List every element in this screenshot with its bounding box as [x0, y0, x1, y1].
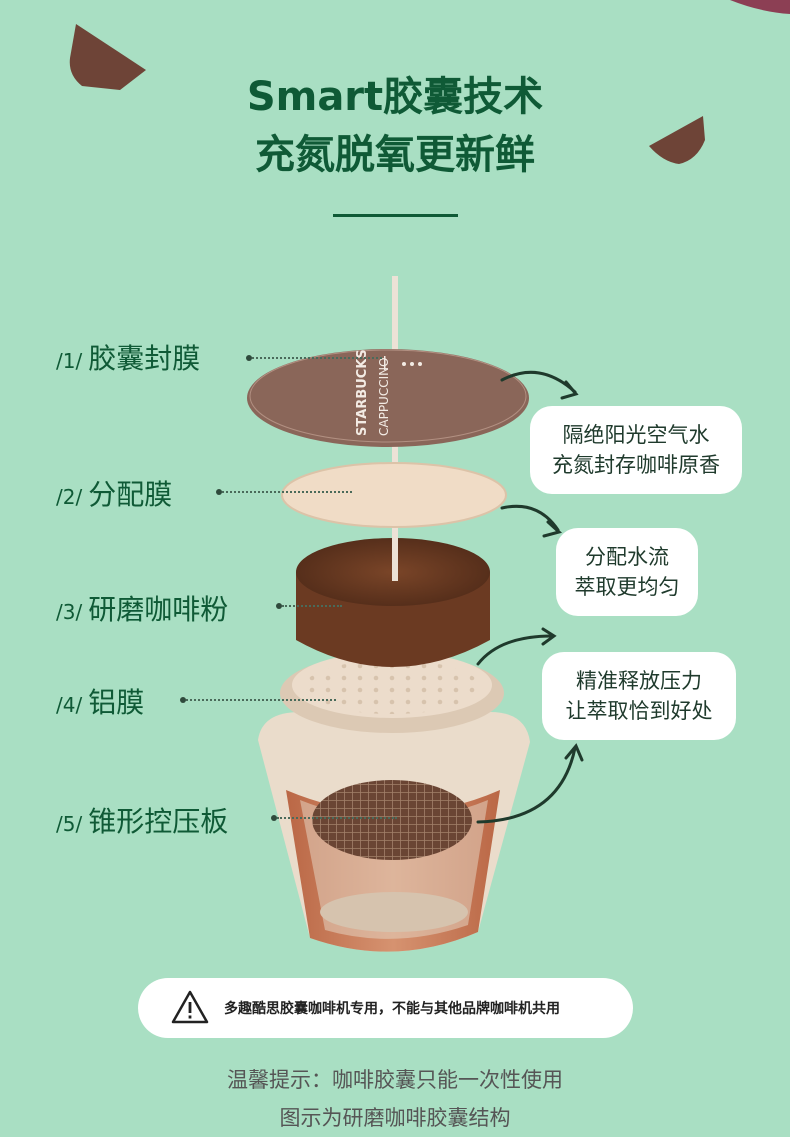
leader-line: [252, 357, 382, 359]
layer-name: 研磨咖啡粉: [88, 593, 229, 626]
pressure-plate: [312, 780, 472, 860]
callout-line: 分配水流: [585, 545, 669, 569]
warning-icon: [171, 990, 209, 1024]
callout-line: 萃取更均匀: [574, 575, 680, 600]
layer-label-1: /1/胶囊封膜: [56, 337, 200, 377]
callout-sealing: 隔绝阳光空气水 充氮封存咖啡原香: [530, 406, 742, 494]
callout-line: 充氮封存咖啡原香: [552, 453, 720, 478]
layer-name: 胶囊封膜: [88, 342, 201, 375]
decorative-bean-right: [649, 116, 705, 164]
capsule-lid: STARBUCKS CAPPUCCINO: [247, 349, 529, 447]
lid-brand-text: STARBUCKS: [355, 349, 370, 436]
callout-distribution: 分配水流 萃取更均匀: [556, 528, 698, 616]
leader-dot: [276, 603, 282, 609]
aluminium-membrane: [280, 652, 504, 733]
layer-number: /5/: [56, 812, 83, 836]
leader-line: [222, 491, 352, 493]
headline-line-1: Smart胶囊技术: [246, 74, 544, 120]
layer-number: /1/: [56, 349, 83, 373]
layer-name: 铝膜: [88, 686, 145, 719]
notice-text: 多趣酷思胶囊咖啡机专用，不能与其他品牌咖啡机共用: [224, 1001, 560, 1017]
layer-label-5: /5/锥形控压板: [56, 800, 228, 840]
layer-name: 锥形控压板: [88, 805, 229, 838]
compatibility-notice: 多趣酷思胶囊咖啡机专用，不能与其他品牌咖啡机共用: [138, 978, 633, 1038]
layer-number: /4/: [56, 693, 83, 717]
tip-line-2: 图示为研磨咖啡胶囊结构: [279, 1106, 511, 1130]
leader-line: [186, 699, 336, 701]
leader-dot: [216, 489, 222, 495]
leader-dot: [246, 355, 252, 361]
callout-pressure: 精准释放压力 让萃取恰到好处: [542, 652, 736, 740]
decorative-bean-left: [69, 24, 146, 90]
layer-label-2: /2/分配膜: [56, 473, 172, 513]
headline-line-2: 充氮脱氧更新鲜: [255, 132, 535, 178]
leader-line: [277, 817, 397, 819]
callout-line: 精准释放压力: [576, 669, 702, 693]
decorative-corner: [730, 0, 790, 14]
callout-line: 隔绝阳光空气水: [562, 423, 710, 447]
distribution-membrane: [281, 462, 507, 528]
title-divider: [333, 214, 458, 217]
layer-name: 分配膜: [88, 478, 173, 511]
layer-label-3: /3/研磨咖啡粉: [56, 588, 228, 628]
callout-line: 让萃取恰到好处: [565, 699, 713, 724]
leader-line: [282, 605, 342, 607]
layer-label-4: /4/铝膜: [56, 681, 144, 721]
tip-line-1: 温馨提示：咖啡胶囊只能一次性使用: [227, 1068, 563, 1092]
lid-product-text: CAPPUCCINO: [377, 357, 391, 436]
leader-dot: [271, 815, 277, 821]
layer-number: /3/: [56, 600, 83, 624]
layer-number: /2/: [56, 485, 83, 509]
callout-arrows: [476, 370, 584, 824]
leader-dot: [180, 697, 186, 703]
